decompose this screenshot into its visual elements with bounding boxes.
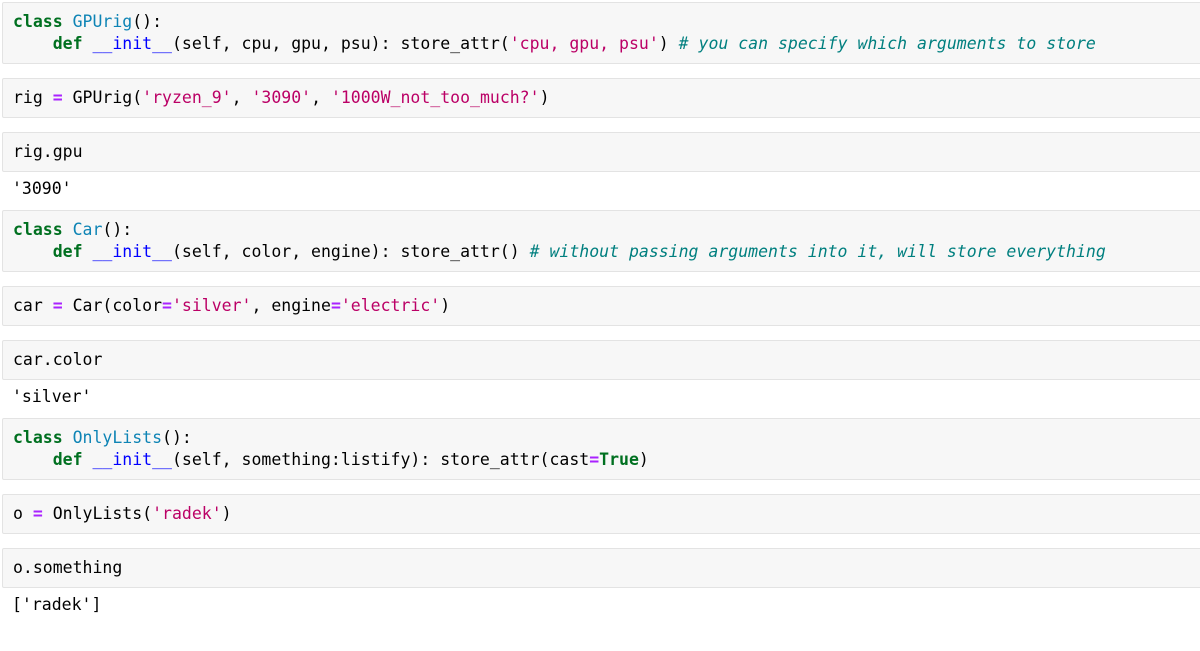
code-token-p: ) (539, 88, 550, 107)
notebook-cell: o = OnlyLists('radek') (0, 494, 1200, 534)
code-token-o: = (52, 296, 63, 315)
code-token-p: o.something (13, 558, 123, 577)
code-input-cell-car-assign[interactable]: car = Car(color='silver', engine='electr… (2, 286, 1200, 326)
code-token-p (13, 242, 53, 261)
code-token-s: 'cpu, gpu, psu' (509, 34, 659, 53)
code-token-p: ) (638, 450, 649, 469)
code-token-c: # without passing arguments into it, wil… (529, 242, 1106, 261)
code-input-cell-o-something[interactable]: o.something (2, 548, 1200, 588)
code-token-s: 'electric' (340, 296, 441, 315)
code-token-k: def (52, 242, 93, 261)
code-input-cell-rig-assign[interactable]: rig = GPUrig('ryzen_9', '3090', '1000W_n… (2, 78, 1200, 118)
notebook-cell: o.something ['radek'] (0, 548, 1200, 616)
code-token-p: car.color (13, 350, 103, 369)
code-token-p: , (231, 88, 252, 107)
cell-output-cell-car-color: 'silver' (12, 387, 92, 406)
code-input-cell-o-assign[interactable]: o = OnlyLists('radek') (2, 494, 1200, 534)
notebook-cell: class Car(): def __init__(self, color, e… (0, 210, 1200, 272)
notebook-cell: car.color 'silver' (0, 340, 1200, 408)
code-token-k: def (52, 450, 93, 469)
code-line: car = Car(color='silver', engine='electr… (13, 295, 1200, 317)
notebook-cell: car = Car(color='silver', engine='electr… (0, 286, 1200, 326)
code-token-p: ) (440, 296, 451, 315)
code-token-s: 'radek' (152, 504, 222, 523)
code-token-p: rig (13, 88, 53, 107)
code-token-s: '1000W_not_too_much?' (330, 88, 540, 107)
code-token-fn: __init__ (92, 242, 172, 261)
code-token-p: (): (162, 428, 192, 447)
code-line: o.something (13, 557, 1200, 579)
cell-output-cell-o-something: ['radek'] (12, 595, 102, 614)
code-line: def __init__(self, something:listify): s… (13, 449, 1200, 471)
code-token-p: Car(color (62, 296, 163, 315)
code-line: o = OnlyLists('radek') (13, 503, 1200, 525)
code-input-cell-car-class[interactable]: class Car(): def __init__(self, color, e… (2, 210, 1200, 272)
code-input-cell-onlylists-class[interactable]: class OnlyLists(): def __init__(self, so… (2, 418, 1200, 480)
code-token-p: (self, something:listify): store_attr(ca… (171, 450, 590, 469)
code-token-k: class (13, 12, 73, 31)
code-token-nc: Car (72, 220, 103, 239)
code-token-nc: OnlyLists (72, 428, 163, 447)
cell-output-cell-rig-gpu: '3090' (12, 179, 72, 198)
code-token-nc: GPUrig (72, 12, 133, 31)
code-token-p: (self, cpu, gpu, psu): store_attr( (171, 34, 510, 53)
code-line: class GPUrig(): (13, 11, 1200, 33)
code-token-o: = (330, 296, 341, 315)
code-token-s: 'silver' (171, 296, 252, 315)
code-token-p: ) (221, 504, 232, 523)
notebook-cell: class GPUrig(): def __init__(self, cpu, … (0, 2, 1200, 64)
code-token-c: # you can specify which arguments to sto… (678, 34, 1096, 53)
code-token-o: = (32, 504, 43, 523)
code-token-p: GPUrig( (62, 88, 143, 107)
code-input-cell-gpurig-class[interactable]: class GPUrig(): def __init__(self, cpu, … (2, 2, 1200, 64)
code-line: class OnlyLists(): (13, 427, 1200, 449)
code-input-cell-rig-gpu[interactable]: rig.gpu (2, 132, 1200, 172)
code-token-kc: True (599, 450, 639, 469)
code-token-fn: __init__ (92, 34, 172, 53)
code-token-o: = (589, 450, 600, 469)
code-token-p: ) (658, 34, 679, 53)
code-token-p: (): (102, 220, 133, 239)
code-token-s: 'ryzen_9' (142, 88, 232, 107)
code-token-fn: __init__ (92, 450, 172, 469)
code-token-o: = (162, 296, 172, 315)
notebook-cell: rig = GPUrig('ryzen_9', '3090', '1000W_n… (0, 78, 1200, 118)
code-token-p: , (311, 88, 331, 107)
code-token-p (13, 450, 53, 469)
code-token-k: class (13, 428, 73, 447)
code-line: def __init__(self, color, engine): store… (13, 241, 1200, 263)
code-token-p: car (13, 296, 53, 315)
code-line: class Car(): (13, 219, 1200, 241)
code-token-k: def (52, 34, 93, 53)
notebook-cell: rig.gpu '3090' (0, 132, 1200, 200)
code-token-p: (): (132, 12, 163, 31)
code-token-p (13, 34, 53, 53)
code-input-cell-car-color[interactable]: car.color (2, 340, 1200, 380)
code-token-p: o (13, 504, 33, 523)
code-token-p: , engine (251, 296, 331, 315)
code-token-k: class (13, 220, 73, 239)
code-token-p: OnlyLists( (42, 504, 153, 523)
code-line: rig.gpu (13, 141, 1200, 163)
code-token-p: (self, color, engine): store_attr() (171, 242, 530, 261)
code-token-s: '3090' (251, 88, 312, 107)
code-line: def __init__(self, cpu, gpu, psu): store… (13, 33, 1200, 55)
code-line: rig = GPUrig('ryzen_9', '3090', '1000W_n… (13, 87, 1200, 109)
code-token-o: = (52, 88, 63, 107)
notebook-cell: class OnlyLists(): def __init__(self, so… (0, 418, 1200, 480)
code-token-p: rig.gpu (13, 142, 83, 161)
code-line: car.color (13, 349, 1200, 371)
notebook-container: class GPUrig(): def __init__(self, cpu, … (0, 2, 1200, 616)
